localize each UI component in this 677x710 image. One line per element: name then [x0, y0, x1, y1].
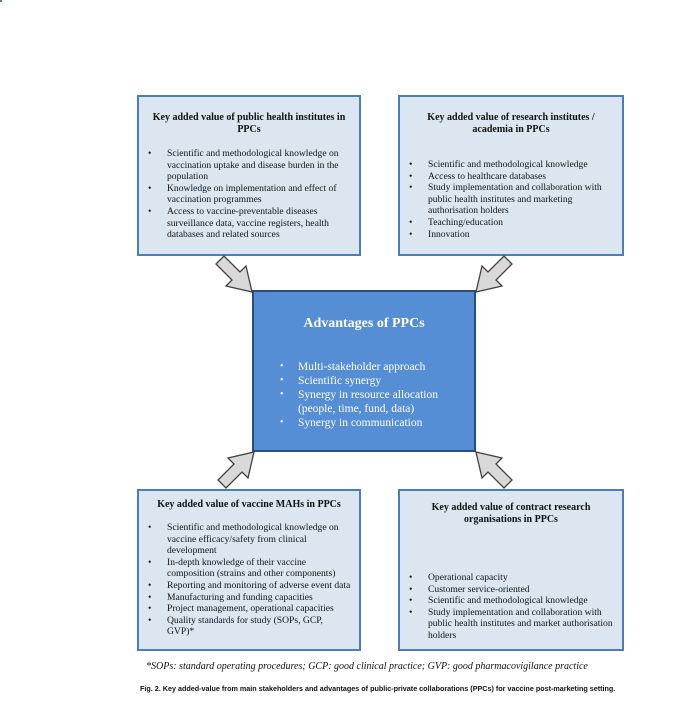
- list-item: Manufacturing and funding capacities: [139, 592, 351, 604]
- list-item: Access to vaccine-preventable diseases s…: [139, 206, 353, 241]
- mahs-list: Scientific and methodological knowledge …: [139, 522, 351, 638]
- list-item: In-depth knowledge of their vaccine comp…: [139, 557, 351, 580]
- list-item: Innovation: [400, 229, 616, 241]
- list-item: Teaching/education: [400, 217, 616, 229]
- advantages-title: Advantages of PPCs: [303, 316, 425, 331]
- list-item: Scientific and methodological knowledge …: [139, 148, 353, 183]
- list-item: Customer service-oriented: [400, 584, 614, 596]
- cro-list: Operational capacity Customer service-or…: [400, 572, 614, 642]
- mahs-title: Key added value of vaccine MAHs in PPCs: [157, 499, 341, 510]
- list-item: Operational capacity: [400, 572, 614, 584]
- list-item: Multi-stakeholder approach: [280, 360, 466, 374]
- arrow-down-left-icon: [475, 255, 513, 293]
- list-item: Scientific and methodological knowledge: [400, 595, 614, 607]
- list-item: Scientific and methodological knowledge …: [139, 522, 351, 557]
- list-item: Knowledge on implementation and effect o…: [139, 183, 353, 206]
- corner-mark: [0, 0, 2, 2]
- mahs-box: Key added value of vaccine MAHs in PPCs …: [137, 489, 361, 651]
- list-item: Project management, operational capaciti…: [139, 603, 351, 615]
- arrow-up-left-icon: [475, 451, 513, 489]
- research-title: Key added value of research institutes /…: [427, 112, 595, 135]
- list-item: Study implementation and collaboration w…: [400, 607, 614, 642]
- list-item: Quality standards for study (SOPs, GCP, …: [139, 615, 351, 638]
- advantages-list: Multi-stakeholder approach Scientific sy…: [280, 360, 466, 430]
- public-health-title: Key added value of public health institu…: [152, 112, 346, 135]
- cro-box: Key added value of contract research org…: [398, 489, 624, 651]
- public-health-box: Key added value of public health institu…: [137, 95, 361, 256]
- public-health-list: Scientific and methodological knowledge …: [139, 148, 353, 241]
- arrow-down-right-icon: [215, 255, 253, 293]
- research-box: Key added value of research institutes /…: [398, 95, 624, 256]
- list-item: Synergy in resource allocation (people, …: [280, 388, 466, 416]
- list-item: Scientific synergy: [280, 374, 466, 388]
- advantages-box: Advantages of PPCs Multi-stakeholder app…: [252, 290, 476, 452]
- list-item: Synergy in communication: [280, 416, 466, 430]
- figure-caption: Fig. 2. Key added-value from main stakeh…: [140, 684, 616, 693]
- list-item: Scientific and methodological knowledge: [400, 159, 616, 171]
- cro-title: Key added value of contract research org…: [431, 502, 591, 525]
- research-list: Scientific and methodological knowledge …: [400, 159, 616, 240]
- footnote: *SOPs: standard operating procedures; GC…: [146, 661, 588, 672]
- list-item: Access to healthcare databases: [400, 171, 616, 183]
- list-item: Reporting and monitoring of adverse even…: [139, 580, 351, 592]
- arrow-up-right-icon: [217, 451, 255, 489]
- list-item: Study implementation and collaboration w…: [400, 182, 616, 217]
